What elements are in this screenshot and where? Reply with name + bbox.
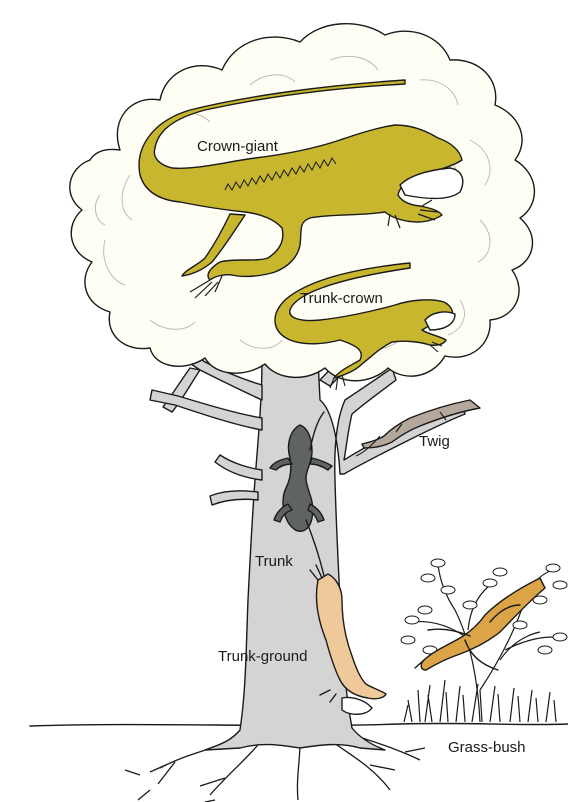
label-trunk: Trunk: [255, 553, 293, 570]
label-grass-bush: Grass-bush: [448, 739, 526, 756]
trunk-ground-dewlap: [342, 697, 372, 714]
label-trunk-ground: Trunk-ground: [218, 648, 308, 665]
label-crown-giant: Crown-giant: [197, 138, 279, 155]
label-twig: Twig: [419, 433, 450, 450]
label-trunk-crown: Trunk-crown: [300, 290, 383, 307]
